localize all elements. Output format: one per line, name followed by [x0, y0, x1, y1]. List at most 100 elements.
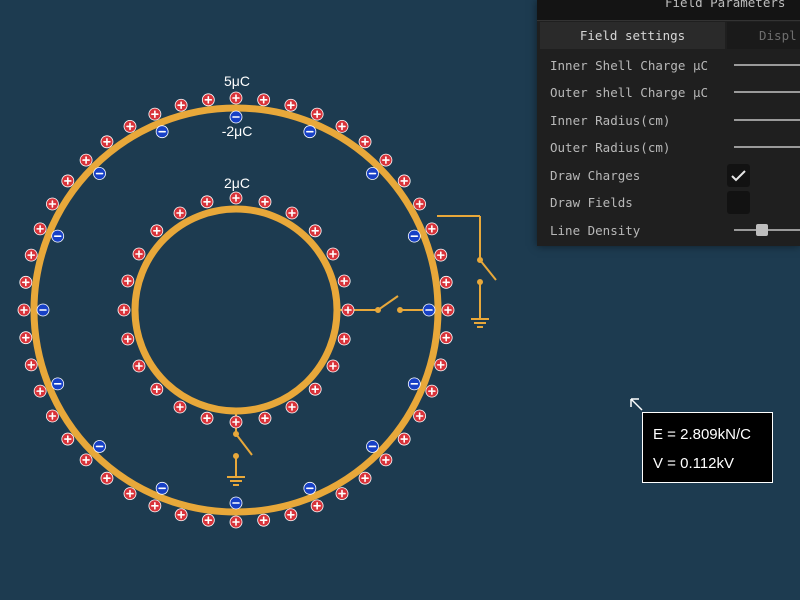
outer-negative-charge: [303, 481, 317, 495]
field-parameters-panel: Field Parameters Field settings Displ In…: [537, 0, 800, 246]
inner-positive-charge: [285, 206, 299, 220]
inner-positive-charge: [173, 400, 187, 414]
inner-positive-charge: [200, 195, 214, 209]
outer-ground-icon: [471, 318, 489, 328]
checkmark-icon: [731, 170, 746, 182]
inner-positive-charge: [285, 400, 299, 414]
inner-shell-charge-slider[interactable]: [734, 64, 800, 66]
inner-positive-charge: [117, 303, 131, 317]
row-draw-fields: Draw Fields: [537, 189, 800, 216]
row-inner-shell-charge: Inner Shell Charge μC: [537, 52, 800, 79]
inner-positive-charge: [341, 303, 355, 317]
cursor-arrow-icon: [630, 398, 643, 411]
outer-positive-charge: [358, 471, 372, 485]
line-density-thumb[interactable]: [756, 224, 768, 236]
inner-positive-charge: [326, 247, 340, 261]
outer-positive-charge: [310, 499, 324, 513]
outer-positive-charge: [257, 93, 271, 107]
outer-negative-charge: [229, 496, 243, 510]
outer-negative-charge: [366, 440, 379, 453]
inner-positive-charge: [337, 332, 351, 346]
inner-positive-charge: [200, 411, 214, 425]
outer-positive-charge: [439, 331, 453, 345]
outer-positive-charge: [79, 153, 93, 167]
outer-ground-switch[interactable]: [437, 215, 497, 318]
inner-radius-label: Inner Radius(cm): [550, 113, 671, 128]
outer-negative-charge: [93, 167, 106, 180]
outer-shell-charge-label: Outer shell Charge μC: [550, 85, 709, 100]
outer-negative-charge: [36, 303, 50, 317]
row-outer-radius: Outer Radius(cm): [537, 134, 800, 161]
panel-title: Field Parameters: [665, 0, 786, 10]
outer-positive-charge: [174, 508, 188, 522]
outer-shell[interactable]: [30, 104, 442, 516]
outer-positive-charge: [257, 513, 271, 527]
outer-positive-charge: [284, 98, 298, 112]
outer-negative-charge: [155, 481, 169, 495]
row-line-density: Line Density: [537, 217, 800, 244]
outer-radius-label: Outer Radius(cm): [550, 140, 671, 155]
outer-positive-charge: [174, 98, 188, 112]
outer-positive-charge: [229, 91, 243, 105]
outer-negative-charge: [229, 110, 243, 124]
outer-negative-charge: [407, 377, 421, 391]
outer-positive-charge: [284, 508, 298, 522]
row-outer-shell-charge: Outer shell Charge μC: [537, 79, 800, 106]
panel-title-bar[interactable]: Field Parameters: [537, 0, 800, 21]
potential-readout: V = 0.112kV: [653, 455, 735, 472]
inner-shell[interactable]: [131, 205, 341, 415]
inner-radius-slider[interactable]: [734, 119, 800, 121]
draw-charges-checkbox[interactable]: [727, 164, 750, 187]
line-density-slider[interactable]: [734, 224, 800, 236]
inner-positive-charge: [150, 382, 164, 396]
outer-positive-charge: [123, 487, 137, 500]
outer-positive-charge: [46, 197, 59, 211]
outer-positive-charge: [24, 248, 38, 262]
tab-field-settings[interactable]: Field settings: [540, 22, 725, 49]
outer-positive-charge: [335, 120, 349, 133]
outer-positive-charge: [33, 222, 47, 236]
outer-positive-charge: [148, 499, 162, 513]
outer-positive-charge: [434, 248, 448, 262]
outer-positive-charge: [379, 153, 393, 167]
outer-negative-charge: [51, 377, 65, 391]
outer-positive-charge: [100, 135, 114, 149]
row-draw-charges: Draw Charges: [537, 162, 800, 189]
outer-positive-charge: [413, 197, 426, 211]
inner-positive-charge: [229, 191, 243, 205]
outer-positive-charge: [413, 409, 426, 423]
draw-charges-label: Draw Charges: [550, 168, 641, 183]
field-strength-readout: E = 2.809kN/C: [653, 426, 751, 443]
outer-positive-charge: [397, 174, 411, 188]
draw-fields-checkbox[interactable]: [727, 191, 750, 214]
inner-positive-charge: [229, 415, 243, 429]
outer-positive-charge: [201, 93, 215, 107]
field-readout-box: E = 2.809kN/C V = 0.112kV: [642, 412, 773, 483]
inner-positive-charge: [132, 247, 146, 261]
outer-positive-charge: [201, 513, 215, 527]
line-density-label: Line Density: [550, 223, 641, 238]
outer-negative-charge: [422, 303, 436, 317]
outer-positive-charge: [100, 471, 114, 485]
outer-positive-charge: [123, 120, 137, 133]
inner-positive-charge: [121, 332, 135, 346]
panel-tabs: Field settings Displ: [537, 22, 800, 49]
outer-shell-charge-label: 5μC: [224, 73, 250, 89]
inner-shell-charge-label: Inner Shell Charge μC: [550, 58, 709, 73]
outer-positive-charge: [425, 222, 439, 236]
outer-negative-charge: [155, 125, 169, 139]
outer-positive-charge: [335, 487, 349, 500]
outer-negative-charge: [366, 167, 379, 180]
outer-negative-charge: [93, 440, 106, 453]
outer-negative-charge: [51, 229, 65, 243]
outer-positive-charge: [148, 107, 162, 121]
outer-radius-slider[interactable]: [734, 146, 800, 148]
tab-display[interactable]: Displ: [727, 22, 800, 49]
outer-positive-charge: [425, 384, 439, 398]
outer-positive-charge: [441, 303, 455, 317]
outer-shell-charge-slider[interactable]: [734, 91, 800, 93]
row-inner-radius: Inner Radius(cm): [537, 107, 800, 134]
outer-positive-charge: [358, 135, 372, 149]
inner-positive-charge: [173, 206, 187, 220]
